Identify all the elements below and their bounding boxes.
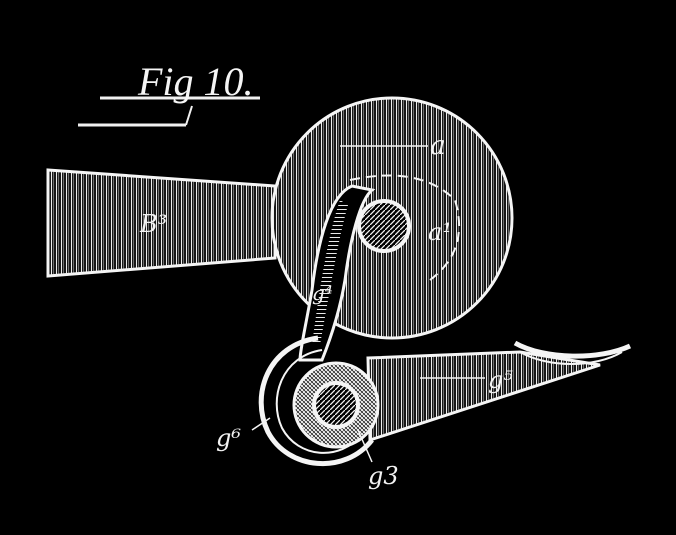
arm-g5-tip [513, 340, 632, 359]
disk-inner-edge [349, 174, 461, 281]
leader-g3 [357, 429, 373, 463]
hook-lever-g4-shade [312, 200, 348, 345]
label-g4: g⁴ [312, 281, 333, 305]
label-g3: g3 [368, 462, 399, 490]
figure-title-group: Fig 10. [78, 59, 260, 127]
leader-g6 [251, 417, 271, 431]
label-g5: g⁵ [488, 366, 513, 394]
label-a1: a¹ [428, 218, 452, 246]
label-a: a [430, 131, 446, 161]
arm-b3 [46, 168, 277, 278]
lower-hub-core [312, 381, 360, 429]
spring-g6 [258, 335, 374, 467]
arm-g5 [366, 350, 601, 443]
label-b3: B³ [139, 210, 167, 238]
title-leader [185, 105, 193, 126]
spring-g6-inner [275, 349, 363, 454]
label-g6: g⁶ [216, 424, 241, 452]
figure-title: Fig 10. [137, 59, 254, 104]
arm-g5-tip-inner [519, 351, 623, 365]
hub-a1 [357, 199, 411, 253]
